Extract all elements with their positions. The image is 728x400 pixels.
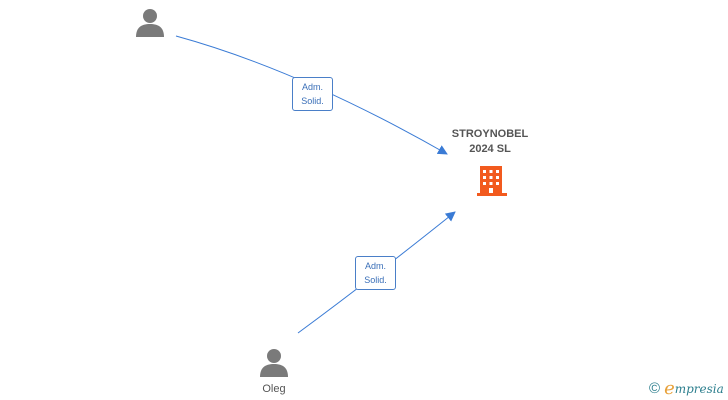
person-icon[interactable]	[134, 6, 166, 38]
relation-label-1-line2: Solid.	[301, 96, 324, 106]
brand-name: mpresia	[674, 381, 724, 396]
relation-label-2-line1: Adm.	[364, 261, 386, 271]
empresia-logo[interactable]: © e mpresia	[649, 378, 724, 399]
brand-initial: e	[664, 378, 675, 399]
relation-label-2-line2: Solid.	[364, 275, 387, 285]
relation-label-1-line1: Adm.	[301, 82, 323, 92]
company-name-line1: STROYNOBEL	[451, 128, 529, 140]
building-icon[interactable]	[475, 164, 509, 198]
relation-label-2[interactable]: Adm. Solid.	[355, 256, 396, 290]
person-name-label[interactable]: Oleg	[262, 383, 286, 395]
company-name[interactable]: STROYNOBEL 2024 SL	[430, 127, 550, 157]
relation-label-1[interactable]: Adm. Solid.	[292, 77, 333, 111]
copyright-symbol: ©	[649, 380, 661, 397]
company-name-line2: 2024 SL	[469, 143, 511, 155]
person-icon[interactable]	[258, 346, 290, 378]
